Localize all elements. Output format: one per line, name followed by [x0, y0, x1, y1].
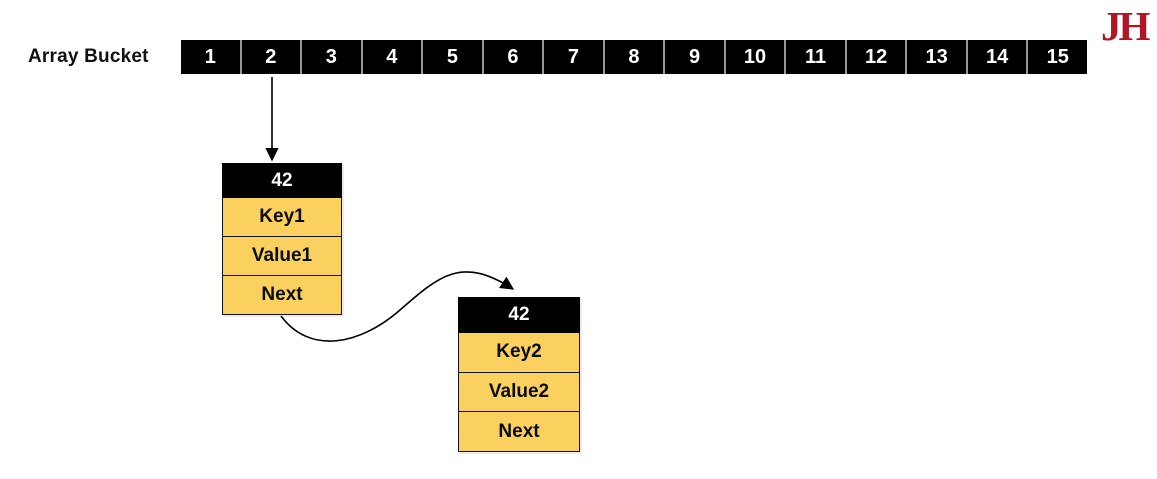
bucket-cell: 9	[665, 40, 726, 74]
array-bucket-label: Array Bucket	[28, 46, 149, 67]
bucket-cell: 11	[786, 40, 847, 74]
bucket-cell: 10	[726, 40, 787, 74]
bucket-cell: 13	[907, 40, 968, 74]
bucket-cell: 8	[605, 40, 666, 74]
node2-field: Value2	[459, 371, 579, 412]
bucket-cell: 3	[302, 40, 363, 74]
node1-field: Next	[223, 275, 341, 314]
bucket-cell: 2	[242, 40, 303, 74]
bucket-cell: 6	[484, 40, 545, 74]
bucket-cell: 5	[423, 40, 484, 74]
node1-field: Value1	[223, 236, 341, 275]
bucket-cell: 15	[1046, 45, 1069, 68]
bucket-cell: 7	[544, 40, 605, 74]
bucket-cell: 12	[847, 40, 908, 74]
bucket-cell: 14	[968, 40, 1029, 74]
node2-hash-header: 42	[458, 297, 580, 333]
jh-logo: JH	[1101, 3, 1150, 49]
node2-field: Next	[459, 411, 579, 452]
bucket-cell: 1	[181, 40, 242, 74]
node1-field: Key1	[223, 198, 341, 236]
node2-field: Key2	[459, 333, 579, 372]
bucket-cell: 4	[363, 40, 424, 74]
node1-hash-header: 42	[222, 163, 342, 198]
